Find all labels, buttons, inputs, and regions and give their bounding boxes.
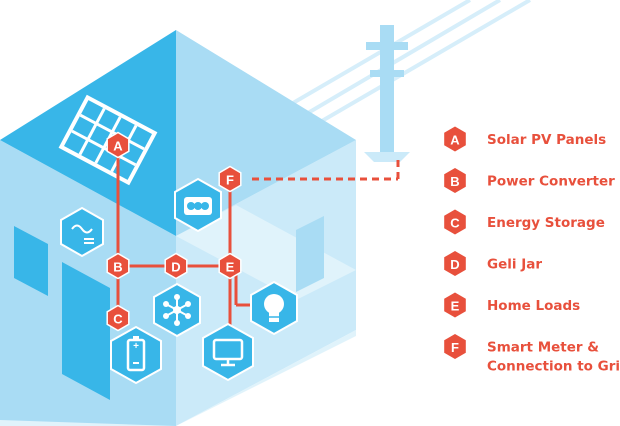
node-c: C bbox=[106, 304, 130, 332]
node-f: F bbox=[218, 165, 242, 193]
svg-text:+: + bbox=[133, 341, 139, 352]
legend-label: Solar PV Panels bbox=[487, 132, 606, 148]
meter-icon bbox=[174, 177, 222, 233]
legend-letter: A bbox=[450, 133, 460, 148]
legend-label: Energy Storage bbox=[487, 215, 605, 231]
node-b: B bbox=[106, 252, 130, 280]
node-hex bbox=[106, 131, 130, 159]
node-hex bbox=[164, 252, 188, 280]
legend-item-c: C Energy Storage bbox=[444, 209, 605, 235]
node-hex bbox=[106, 304, 130, 332]
legend-letter: F bbox=[451, 340, 459, 355]
legend-label: Geli Jar bbox=[487, 257, 542, 273]
legend-label: Home Loads bbox=[487, 298, 580, 314]
legend-label: Power Converter bbox=[487, 174, 615, 190]
node-e: E bbox=[218, 252, 242, 280]
node-hex bbox=[106, 252, 130, 280]
legend-item-a: A Solar PV Panels bbox=[444, 126, 606, 152]
legend-item-e: E Home Loads bbox=[444, 292, 580, 318]
house bbox=[0, 30, 356, 426]
legend-letter: D bbox=[450, 257, 459, 272]
node-label: C bbox=[113, 312, 123, 327]
legend-hex bbox=[444, 209, 466, 235]
light-bulb-icon bbox=[250, 280, 298, 336]
legend-label: Smart Meter & bbox=[487, 340, 599, 356]
network-hub-icon bbox=[153, 282, 201, 338]
utility-pole-icon bbox=[364, 25, 410, 162]
legend-hex bbox=[444, 334, 466, 359]
power-converter-icon bbox=[60, 206, 104, 258]
legend-hex bbox=[444, 292, 466, 318]
legend-hex bbox=[444, 126, 466, 152]
legend-item-f: F Smart Meter & Connection to Grid bbox=[444, 334, 620, 375]
node-label: A bbox=[113, 139, 123, 154]
battery-icon: + bbox=[110, 325, 162, 385]
node-layer: A B C D E F bbox=[106, 131, 242, 332]
node-label: D bbox=[171, 260, 180, 275]
node-label: F bbox=[226, 173, 234, 188]
legend-letter: B bbox=[450, 174, 459, 189]
node-hex bbox=[218, 252, 242, 280]
legend-item-d: D Geli Jar bbox=[444, 251, 542, 276]
node-a: A bbox=[106, 131, 130, 159]
node-label: E bbox=[226, 260, 235, 275]
legend-letter: E bbox=[451, 299, 460, 314]
legend-label: Connection to Grid bbox=[487, 359, 620, 375]
legend-item-b: B Power Converter bbox=[444, 168, 615, 193]
monitor-icon bbox=[202, 322, 254, 382]
legend-letter: C bbox=[450, 216, 460, 231]
legend-hex bbox=[444, 168, 466, 193]
legend-hex bbox=[444, 251, 466, 276]
node-label: B bbox=[113, 260, 122, 275]
node-hex bbox=[218, 165, 242, 193]
node-d: D bbox=[164, 252, 188, 280]
